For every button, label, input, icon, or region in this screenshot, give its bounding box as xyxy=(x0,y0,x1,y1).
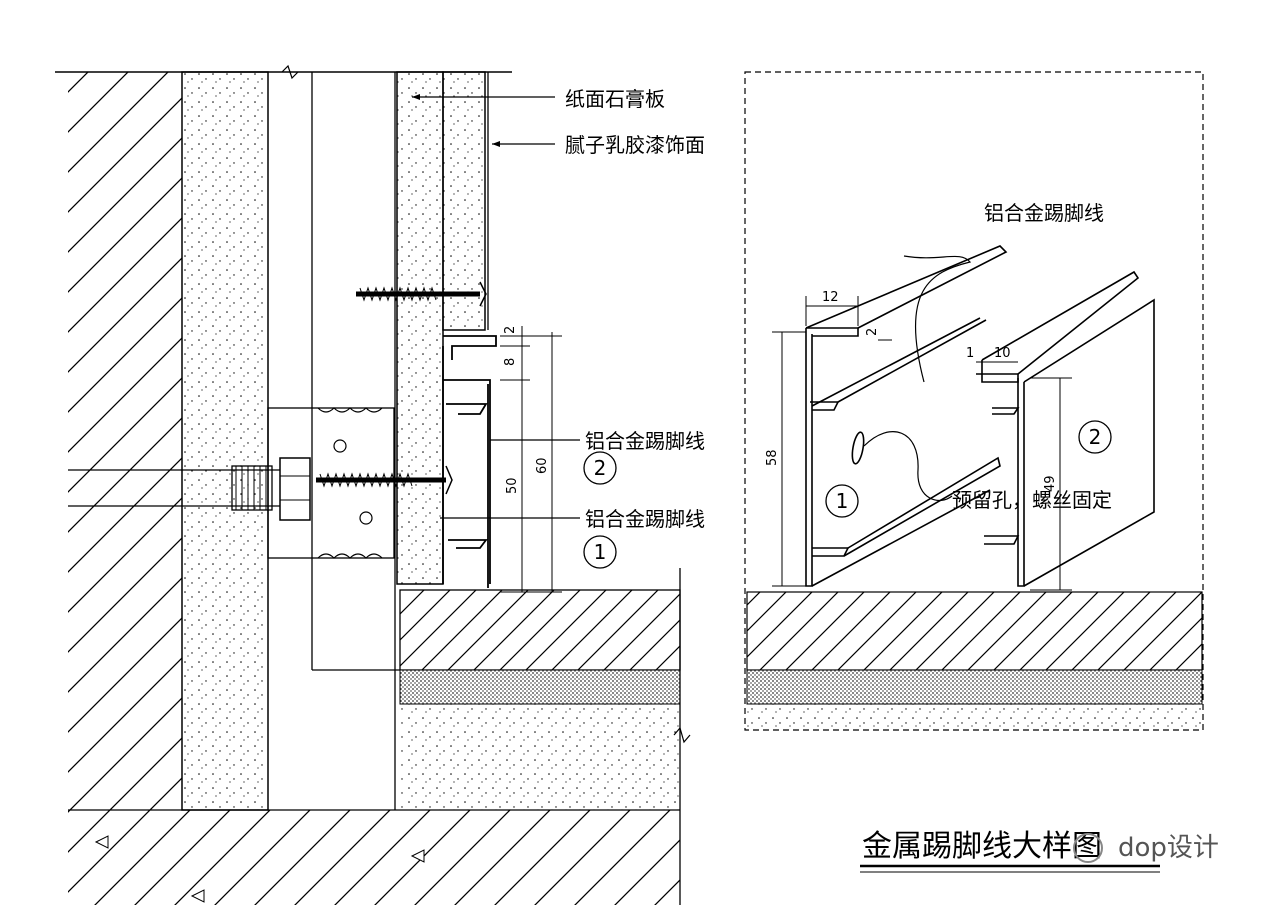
bolt-nut xyxy=(279,457,311,521)
watermark: dop设计 xyxy=(1118,833,1219,863)
marker-1: 1 xyxy=(594,540,607,564)
wood-block xyxy=(267,407,395,559)
watermark-icon xyxy=(1073,833,1103,863)
dim-2-right: 2 xyxy=(865,328,880,336)
plaster-layer xyxy=(181,71,269,811)
floor-base xyxy=(400,704,680,810)
skirting-profile-2-iso xyxy=(976,270,1155,587)
marker-circle-iso-2 xyxy=(1078,420,1112,454)
label-skirting-iso: 铝合金踢脚线 xyxy=(984,201,1104,225)
marker-circle-2 xyxy=(583,451,617,485)
screw-upper xyxy=(356,281,487,307)
marker-circle-iso-1 xyxy=(825,484,859,518)
label-reserved-hole: 预留孔，螺丝固定 xyxy=(952,488,1112,512)
floor-slab xyxy=(399,589,681,671)
foundation xyxy=(68,810,680,905)
drawing-title: 金属踢脚线大样图 xyxy=(862,829,1102,864)
left-section: 2 8 50 60 纸面石膏板 腻子乳胶漆饰面 铝合金踢脚线 铝合金踢脚线 2 … xyxy=(55,64,705,905)
dim-50: 50 xyxy=(505,477,520,494)
detail-frame xyxy=(744,71,1204,731)
marker-circle-1 xyxy=(583,535,617,569)
skirting-profile-1-iso xyxy=(805,245,1008,587)
left-leaders xyxy=(412,96,580,519)
skirting-profile-left xyxy=(442,335,497,588)
gypsum-board-outer xyxy=(442,71,486,331)
label-skirting-2: 铝合金踢脚线 xyxy=(585,429,705,453)
floor-slab-right xyxy=(746,591,1203,671)
floor-base-right xyxy=(747,704,1202,728)
dim-1: 1 xyxy=(966,346,974,361)
right-isometric: 12 2 1 10 58 49 铝合金踢脚线 预留孔，螺丝固定 1 2 xyxy=(744,71,1204,731)
dim-2: 2 xyxy=(503,326,518,334)
gypsum-board-inner xyxy=(396,71,444,585)
dim-10: 10 xyxy=(994,346,1011,361)
dim-8: 8 xyxy=(503,358,518,366)
marker-iso-2: 2 xyxy=(1089,425,1102,449)
floor-screed-right xyxy=(746,669,1203,705)
marker-iso-1: 1 xyxy=(836,489,849,513)
label-gypsum-board: 纸面石膏板 xyxy=(565,87,665,111)
screw-lower xyxy=(316,465,453,495)
marker-2: 2 xyxy=(594,456,607,480)
dim-58: 58 xyxy=(765,449,780,466)
dim-60: 60 xyxy=(535,457,550,474)
left-dimensions xyxy=(500,326,562,593)
floor-screed xyxy=(399,669,681,705)
dim-49: 49 xyxy=(1043,475,1058,492)
masonry-wall xyxy=(68,72,182,810)
label-paint-finish: 腻子乳胶漆饰面 xyxy=(565,133,705,157)
label-skirting-1: 铝合金踢脚线 xyxy=(585,507,705,531)
right-dimensions xyxy=(772,296,1072,591)
dim-12: 12 xyxy=(822,290,839,305)
